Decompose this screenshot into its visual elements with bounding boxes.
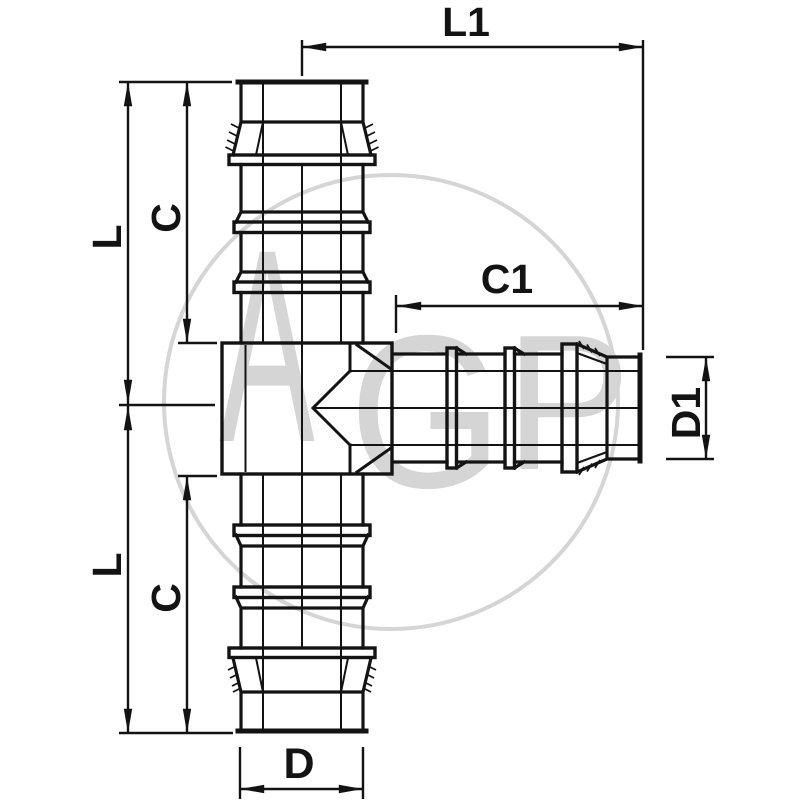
watermark-circle [162,173,620,631]
bottom-branch [227,472,377,734]
watermark-letter-p: P [505,295,631,510]
tee-fitting-outline [220,79,643,734]
dim-d-label: D [283,740,314,788]
dim-l1-label: L1 [442,0,490,45]
dim-c-top: C [143,82,217,345]
watermark-letter-a: A [219,194,314,500]
dim-c-bottom-label: C [143,583,189,613]
dim-l-top-label: L [84,224,130,249]
watermark-letter-g: G [349,290,503,534]
dim-c-top-label: C [143,203,189,233]
center-body-block [220,341,394,476]
dim-d: D [238,740,365,799]
dim-c1-label: C1 [481,256,533,302]
dim-l-top: L [84,80,232,407]
dimensions: L1 C1 D1 L C [84,0,714,799]
dim-d1: D1 [663,355,714,461]
watermark: A G P [162,173,631,631]
dim-l-bottom: L [84,406,233,735]
right-branch [313,340,643,476]
dim-d1-label: D1 [663,387,709,439]
top-branch [225,79,379,345]
dim-l1: L1 [300,0,645,350]
dim-l-bottom-label: L [84,552,130,577]
dim-c-bottom: C [143,474,217,733]
dim-c1: C1 [394,256,643,333]
